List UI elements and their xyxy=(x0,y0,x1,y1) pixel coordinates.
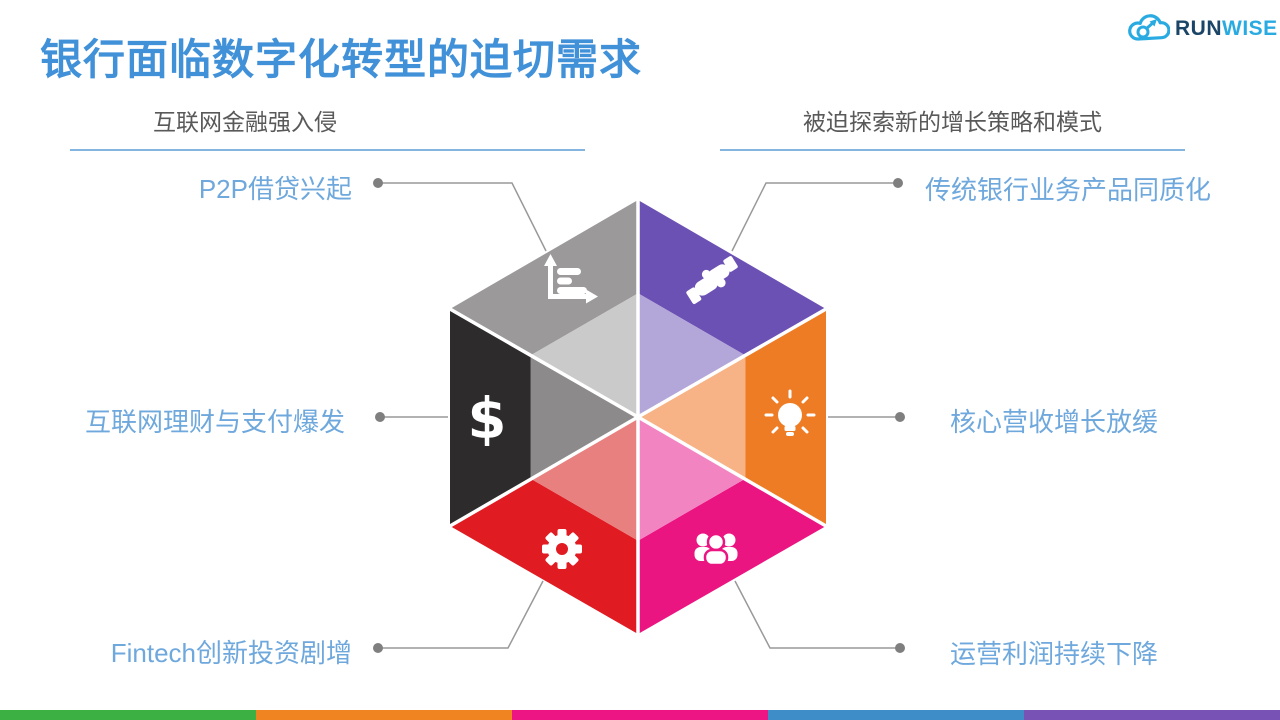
sector-top-left-inner xyxy=(530,293,638,417)
connector-top-right xyxy=(731,182,898,252)
logo-wise-text: WISE xyxy=(1222,17,1278,40)
runwise-logo: RUNWISE xyxy=(1126,12,1278,46)
logo-run-text: RUN xyxy=(1175,17,1222,40)
callout-fintech-investment: Fintech创新投资剧增 xyxy=(110,638,352,668)
logo-wordmark: RUNWISE xyxy=(1175,17,1278,41)
sector-bottom-right-inner xyxy=(638,417,746,541)
cloud-arrow-icon xyxy=(1128,14,1170,41)
left-section-heading: 互联网金融强入侵 xyxy=(153,109,337,135)
connector-top-left xyxy=(378,182,547,252)
page-title: 银行面临数字化转型的迫切需求 xyxy=(40,36,643,83)
sector-bottom-left-inner xyxy=(530,417,638,541)
sector-bottom-left xyxy=(450,478,638,634)
connector-dot xyxy=(373,178,383,188)
sector-top-right-inner xyxy=(638,293,746,417)
dollar-icon: $ xyxy=(468,387,507,452)
callout-operating-profit-decline: 运营利润持续下降 xyxy=(950,639,1159,669)
people-icon xyxy=(694,532,738,567)
sector-top-left xyxy=(450,200,638,356)
callout-product-homogenization: 传统银行业务产品同质化 xyxy=(925,175,1212,205)
handshake-icon xyxy=(686,256,738,305)
callout-internet-wealth-payment: 互联网理财与支付爆发 xyxy=(84,407,345,437)
stripe-green xyxy=(0,710,256,720)
right-section-heading: 被迫探索新的增长策略和模式 xyxy=(803,109,1102,135)
connector-dot xyxy=(895,412,905,422)
stripe-pink xyxy=(512,710,768,720)
connector-bottom-right xyxy=(734,580,900,649)
connector-dot xyxy=(375,412,385,422)
sector-top-right xyxy=(638,200,826,356)
connector-bottom-left xyxy=(378,580,544,649)
footer-stripe xyxy=(0,710,1280,720)
stripe-blue xyxy=(768,710,1024,720)
hexagon-diagram: $ xyxy=(449,200,827,634)
connector-dot xyxy=(893,178,903,188)
callout-p2p-lending: P2P借贷兴起 xyxy=(198,174,352,204)
stripe-purple xyxy=(1024,710,1280,720)
lightbulb-icon xyxy=(764,389,816,436)
connector-lines xyxy=(378,182,900,649)
connector-dot xyxy=(373,643,383,653)
callout-core-revenue-slowdown: 核心营收增长放缓 xyxy=(950,407,1159,437)
sector-left xyxy=(450,309,531,526)
sector-separators xyxy=(449,200,827,634)
connector-dots xyxy=(373,178,905,653)
bar-chart-icon xyxy=(544,254,598,304)
sector-right-inner xyxy=(638,355,746,479)
sector-left-inner xyxy=(530,355,638,479)
gear-icon xyxy=(542,529,582,569)
connector-dot xyxy=(895,643,905,653)
stripe-orange xyxy=(256,710,512,720)
